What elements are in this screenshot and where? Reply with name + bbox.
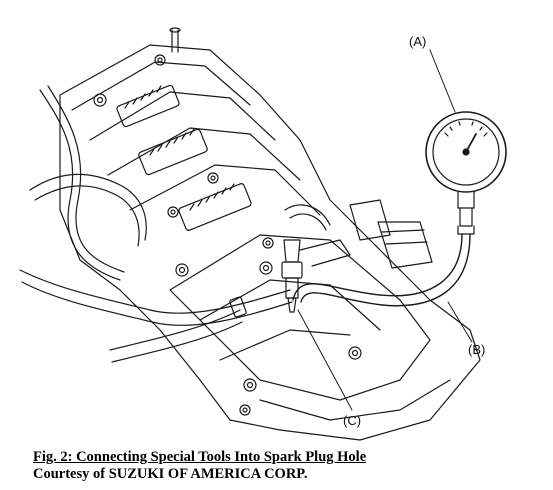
caption-credit: Courtesy of SUZUKI OF AMERICA CORP. (33, 466, 308, 482)
top-stud (169, 27, 181, 53)
cylinder-head (59, 44, 481, 441)
camshaft-lobes (116, 84, 252, 231)
compression-gauge (425, 111, 507, 235)
caption-title: Fig. 2: Connecting Special Tools Into Sp… (33, 449, 367, 465)
leader-line-a (429, 49, 456, 113)
gauge-hose (292, 233, 471, 307)
wiring-harness (19, 85, 293, 363)
callout-a: (A) (409, 34, 426, 49)
callout-b: (B) (468, 342, 485, 357)
ignition-coil (349, 199, 433, 269)
callout-c: (C) (343, 413, 361, 428)
figure-caption: Fig. 2: Connecting Special Tools Into Sp… (33, 449, 366, 483)
leader-line-b (447, 301, 473, 343)
leader-line-c (297, 309, 353, 411)
leader-lines (297, 49, 473, 411)
bolts (93, 54, 362, 416)
spark-plug-adapter (281, 204, 351, 313)
